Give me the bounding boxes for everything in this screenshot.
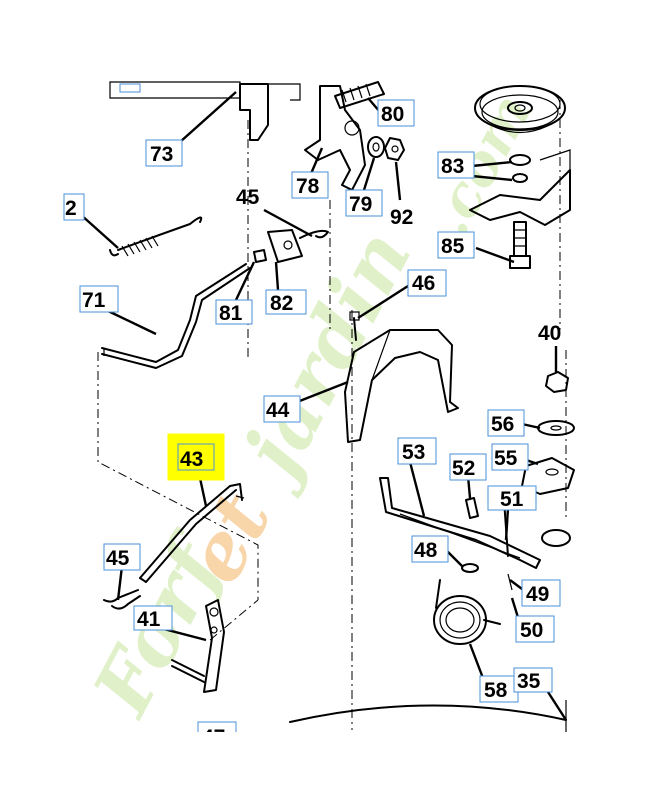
callout-labels: 73 80 78 79 92 83 85 2 45: [63, 99, 561, 749]
svg-text:48: 48: [414, 539, 438, 562]
callout-52: 52: [449, 453, 487, 481]
assembly-lines: [97, 100, 567, 730]
callout-50: 50: [515, 615, 555, 643]
pivot-bracket: [304, 81, 385, 191]
svg-text:44: 44: [266, 399, 290, 422]
callout-43-highlighted: 43: [167, 433, 225, 481]
lift-rod: [139, 483, 245, 583]
callout-58: 58: [479, 675, 519, 703]
callout-83: 83: [437, 151, 475, 179]
bolt: [509, 221, 531, 269]
svg-text:73: 73: [150, 143, 173, 166]
svg-text:71: 71: [82, 289, 106, 312]
top-bracket: [109, 81, 301, 141]
callout-53: 53: [397, 437, 437, 465]
svg-text:46: 46: [412, 272, 435, 295]
svg-text:52: 52: [452, 457, 475, 480]
svg-text:58: 58: [484, 679, 508, 702]
callout-45-upper: 45: [236, 186, 260, 209]
callout-71: 71: [79, 285, 119, 313]
callout-35: 35: [513, 667, 553, 693]
svg-text:81: 81: [219, 302, 243, 325]
svg-text:83: 83: [441, 155, 464, 178]
bushing-and-nut: [367, 136, 405, 161]
control-rod: [101, 263, 251, 369]
svg-text:41: 41: [137, 608, 161, 631]
callout-81: 81: [215, 299, 253, 325]
linkage-clip-upper: [253, 229, 329, 263]
callout-48: 48: [411, 535, 449, 563]
callout-56: 56: [487, 409, 525, 437]
callout-79: 79: [345, 189, 383, 217]
callout-40: 40: [538, 322, 561, 345]
svg-text:79: 79: [349, 193, 372, 216]
deflector-shield: [344, 311, 459, 443]
callout-46: 46: [407, 269, 447, 297]
svg-text:43: 43: [180, 448, 203, 471]
svg-text:45: 45: [106, 547, 130, 570]
callout-44: 44: [263, 395, 301, 423]
callout-80: 80: [377, 99, 415, 127]
svg-text:2: 2: [65, 197, 77, 220]
svg-text:85: 85: [441, 235, 465, 258]
svg-text:45: 45: [236, 186, 260, 209]
callout-85: 85: [437, 231, 475, 259]
svg-text:92: 92: [390, 206, 413, 229]
callout-82: 82: [265, 289, 307, 315]
svg-text:56: 56: [491, 413, 514, 436]
bottom-crop: [0, 732, 652, 800]
svg-text:51: 51: [500, 488, 524, 511]
callout-41: 41: [133, 605, 173, 631]
callout-51: 51: [487, 485, 537, 511]
partial-label-box: [119, 83, 141, 93]
svg-text:49: 49: [526, 583, 549, 606]
svg-text:55: 55: [494, 447, 518, 470]
svg-text:78: 78: [296, 175, 320, 198]
callout-73: 73: [145, 139, 183, 167]
extension-spring: [109, 216, 203, 257]
svg-text:80: 80: [381, 103, 404, 126]
svg-text:35: 35: [517, 670, 541, 693]
idler-pulley: [474, 85, 566, 183]
torsion-spring: [433, 579, 501, 645]
callout-78: 78: [291, 171, 329, 199]
callout-49: 49: [521, 579, 561, 607]
idler-arm: [469, 149, 571, 226]
svg-text:82: 82: [270, 292, 293, 315]
callout-2: 2: [63, 193, 85, 221]
callout-92: 92: [390, 206, 413, 229]
svg-text:40: 40: [538, 322, 561, 345]
lift-bracket: [171, 599, 225, 693]
callout-45-lower: 45: [103, 543, 141, 571]
callout-55: 55: [491, 443, 529, 471]
svg-text:50: 50: [520, 619, 543, 642]
svg-text:53: 53: [402, 441, 425, 464]
